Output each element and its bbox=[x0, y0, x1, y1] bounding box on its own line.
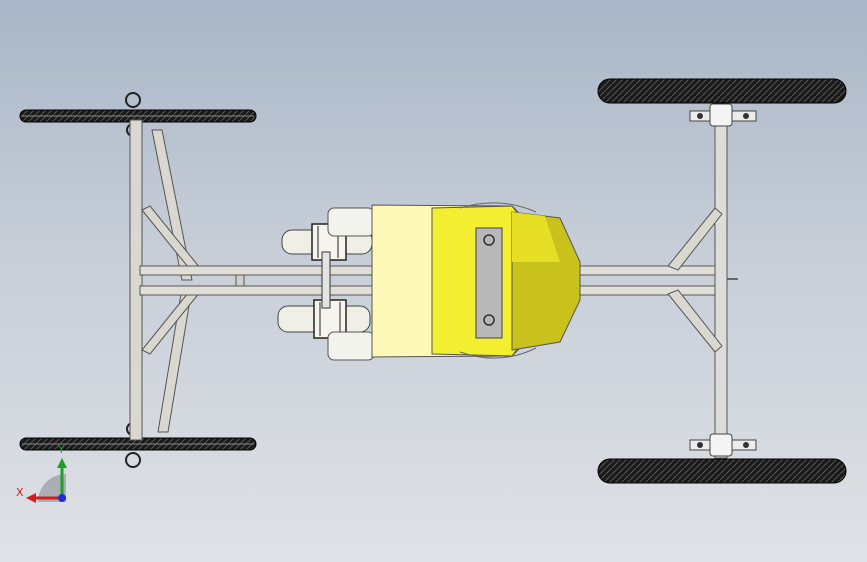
y-axis-label: Y bbox=[58, 443, 65, 456]
x-axis-label: X bbox=[16, 486, 24, 499]
rear-axle-frame bbox=[129, 119, 201, 441]
triad-graphic bbox=[26, 458, 67, 503]
axis-triad: Y X bbox=[14, 440, 74, 510]
rear-wheel-top bbox=[19, 92, 257, 137]
seat-body bbox=[371, 202, 581, 359]
front-axle-frame bbox=[667, 99, 757, 459]
pedal-assembly bbox=[277, 207, 375, 361]
front-wheel-bottom bbox=[597, 458, 847, 484]
front-wheel-top bbox=[597, 78, 847, 104]
